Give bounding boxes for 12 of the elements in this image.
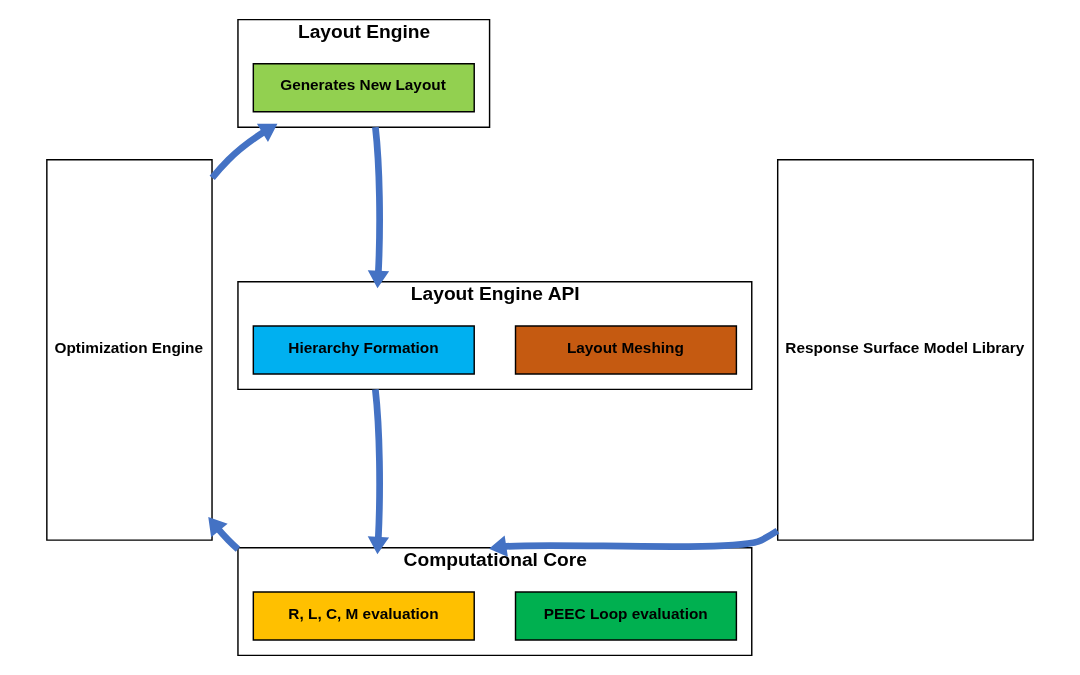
node-box: Optimization Engine [46, 159, 213, 541]
arrow [367, 389, 390, 555]
arrow [489, 527, 780, 557]
node-box: R, L, C, M evaluation [252, 591, 475, 641]
node-box: Response Surface Model Library [777, 159, 1034, 541]
node-box: PEEC Loop evaluation [514, 591, 738, 641]
node-box: Layout Meshing [514, 325, 738, 375]
node-box: Generates New Layout [252, 63, 475, 113]
arrow [367, 126, 390, 289]
node-box: Hierarchy Formation [252, 325, 475, 375]
arrow [208, 517, 241, 552]
arrow [209, 123, 278, 180]
